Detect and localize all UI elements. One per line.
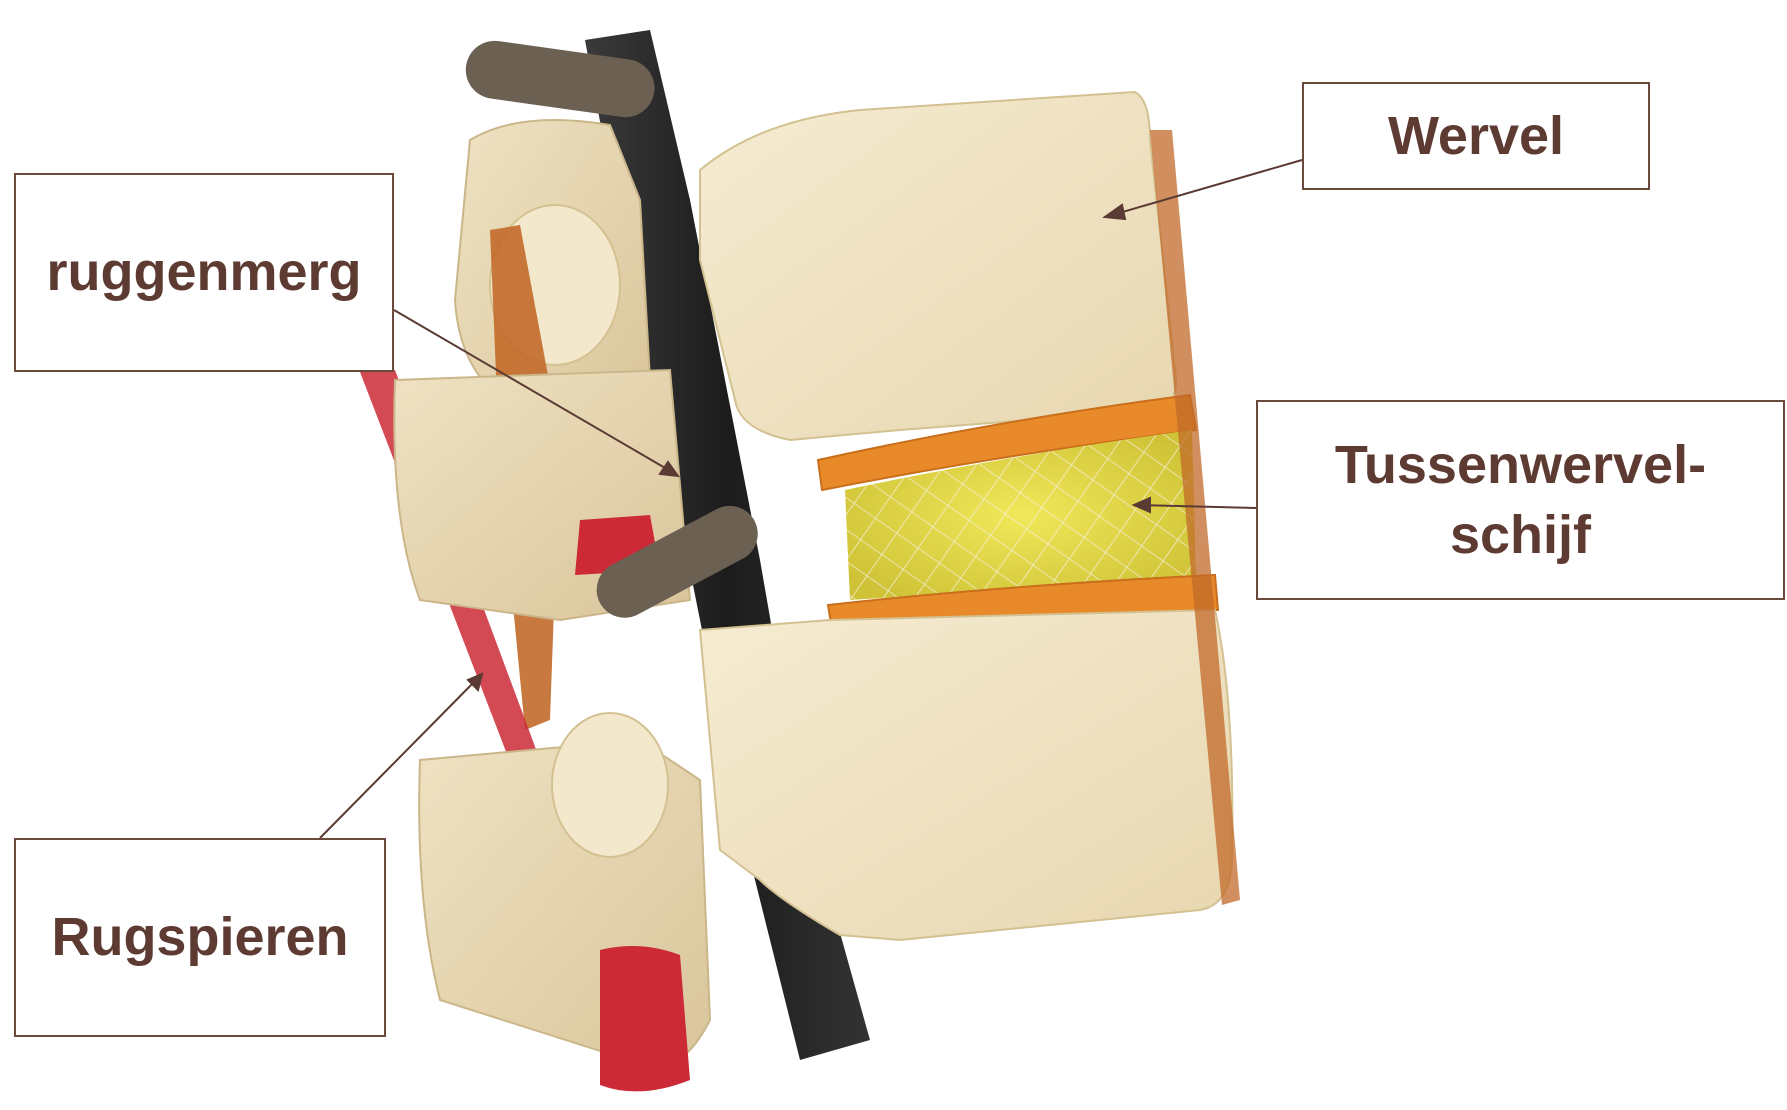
label-tussenwervelschijf-line2: schijf	[1335, 500, 1706, 570]
lower-vertebral-body	[700, 610, 1232, 940]
label-wervel-text: Wervel	[1388, 101, 1564, 171]
leader-arrow-rugspieren	[468, 674, 482, 690]
label-ruggenmerg: ruggenmerg	[14, 173, 394, 372]
upper-vertebral-body	[700, 92, 1176, 440]
lower-muscle-attachment	[600, 946, 690, 1091]
label-rugspieren-text: Rugspieren	[51, 902, 348, 972]
label-ruggenmerg-text: ruggenmerg	[46, 237, 361, 307]
label-wervel: Wervel	[1302, 82, 1650, 190]
label-tussenwervelschijf-line1: Tussenwervel-	[1335, 430, 1706, 500]
lower-articular-process	[552, 713, 668, 857]
label-rugspieren: Rugspieren	[14, 838, 386, 1037]
label-tussenwervelschijf: Tussenwervel- schijf	[1256, 400, 1785, 600]
